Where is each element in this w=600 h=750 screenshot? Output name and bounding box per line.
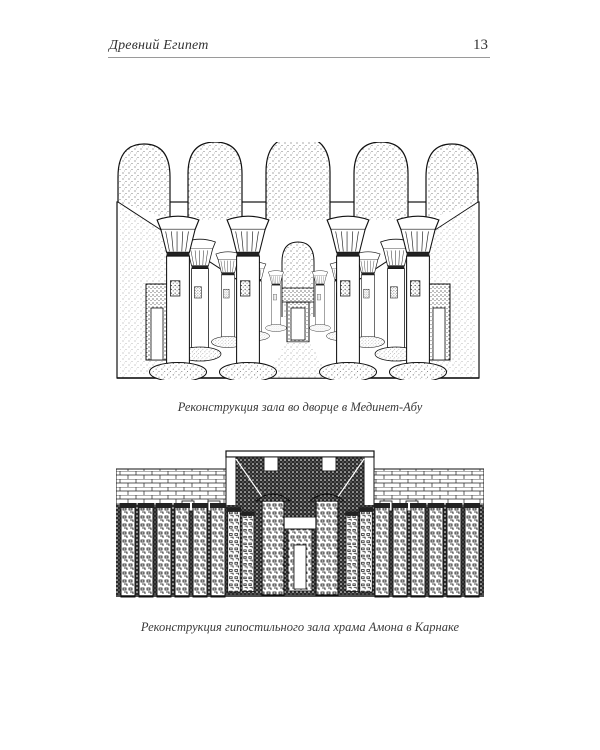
hall-illustration [116,142,480,380]
figure-karnak-hypostyle-hall [116,447,484,599]
running-title: Древний Египет [109,38,209,53]
karnak-illustration [116,450,484,598]
figure-medinet-habu-hall [116,142,480,380]
figure-caption-medinet-habu: Реконструкция зала во дворце в Мединет-А… [177,400,423,414]
header-rule [108,57,490,58]
figure-caption-karnak: Реконструкция гипостильного зала храма А… [140,620,460,634]
page-number: 13 [473,37,488,53]
running-head: Древний Египет 13 [109,36,490,56]
